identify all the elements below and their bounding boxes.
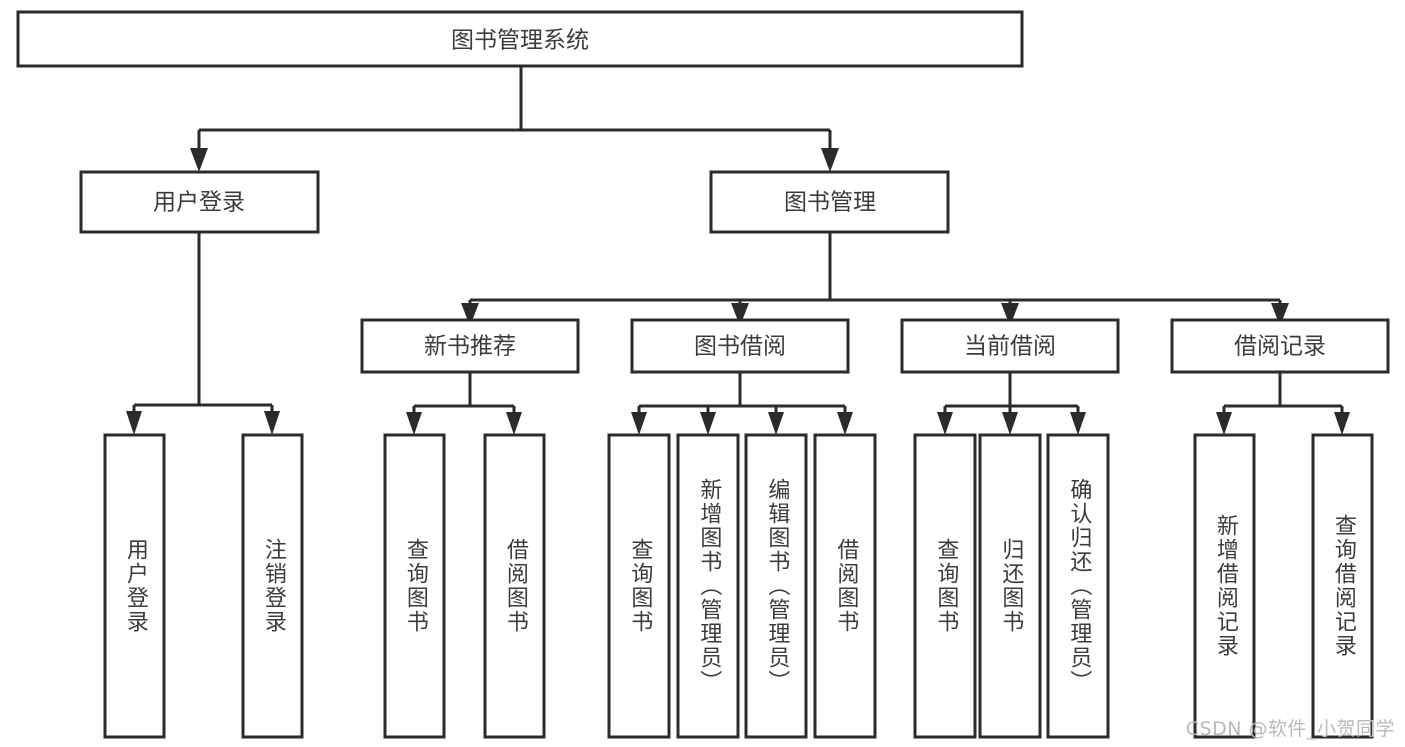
leaf-box-cb-1[interactable] <box>978 433 1042 739</box>
leaf-group-borrow-record <box>1193 433 1374 739</box>
node-new-book-recommend-box[interactable] <box>360 318 580 374</box>
connector-group-book-mgmt <box>461 232 1289 326</box>
arrowhead-bb-leaf0 <box>631 412 647 435</box>
arrowhead-cb-leaf2 <box>1070 412 1086 435</box>
arrowhead-current-borrow <box>1001 303 1019 326</box>
arrowhead-nbr-leaf1 <box>506 412 522 435</box>
node-book-management-label: 图书管理 <box>784 190 876 216</box>
node-book-management[interactable]: 图书管理 <box>709 170 950 234</box>
connector-group-current-borrow <box>937 372 1086 435</box>
arrowhead-borrow-record <box>1271 303 1289 326</box>
leaf-box-br-0[interactable] <box>1193 433 1256 739</box>
node-new-book-recommend[interactable]: 新书推荐 <box>360 318 580 374</box>
node-root-box[interactable] <box>16 10 1024 68</box>
leaf-group-book-borrow <box>607 433 877 739</box>
leaf-box-nbr-0[interactable] <box>383 433 446 739</box>
arrowhead-new-book-recommend <box>461 303 479 326</box>
node-user-login-box[interactable] <box>79 170 320 234</box>
node-root[interactable]: 图书管理系统 <box>16 10 1024 68</box>
node-borrow-record[interactable]: 借阅记录 <box>1170 318 1390 374</box>
leaf-box-nbr-1[interactable] <box>483 433 546 739</box>
arrowhead-bb-leaf1 <box>700 412 716 435</box>
leaf-box-bb-2[interactable] <box>744 433 808 739</box>
leaf-box-user-login-0[interactable] <box>103 433 166 739</box>
node-borrow-record-box[interactable] <box>1170 318 1390 374</box>
node-current-borrow-label: 当前借阅 <box>964 334 1056 360</box>
arrowhead-ul-leaf0 <box>126 411 142 435</box>
arrowhead-br-leaf0 <box>1216 412 1232 435</box>
leaf-box-br-1[interactable] <box>1311 433 1374 739</box>
node-current-borrow-box[interactable] <box>900 318 1120 374</box>
node-user-login[interactable]: 用户登录 <box>79 170 320 234</box>
arrowhead-nbr-leaf0 <box>406 412 422 435</box>
arrowhead-book-mgmt <box>821 148 839 172</box>
arrowhead-bb-leaf3 <box>837 412 853 435</box>
connector-group-root <box>190 66 839 172</box>
connector-group-borrow-record <box>1216 372 1350 435</box>
arrowhead-user-login <box>190 148 208 172</box>
leaf-box-cb-2[interactable] <box>1046 433 1110 739</box>
leaf-box-bb-0[interactable] <box>607 433 671 739</box>
arrowhead-book-borrow <box>731 303 749 326</box>
node-current-borrow[interactable]: 当前借阅 <box>900 318 1120 374</box>
leaf-box-cb-0[interactable] <box>913 433 977 739</box>
node-user-login-label: 用户登录 <box>153 190 245 216</box>
arrowhead-ul-leaf1 <box>264 411 280 435</box>
node-book-borrow-label: 图书借阅 <box>694 334 786 360</box>
connector-group-book-borrow <box>631 372 853 435</box>
node-book-borrow[interactable]: 图书借阅 <box>630 318 850 374</box>
node-new-book-recommend-label: 新书推荐 <box>424 334 516 360</box>
arrowhead-bb-leaf2 <box>768 412 784 435</box>
leaf-group-current-borrow <box>913 433 1110 739</box>
leaf-box-bb-1[interactable] <box>676 433 740 739</box>
arrowhead-br-leaf1 <box>1334 412 1350 435</box>
leaf-group-user-login <box>103 433 304 739</box>
connector-group-new-book-recommend <box>406 372 522 435</box>
node-borrow-record-label: 借阅记录 <box>1234 334 1326 360</box>
node-book-borrow-box[interactable] <box>630 318 850 374</box>
node-root-label: 图书管理系统 <box>451 28 589 54</box>
leaf-box-bb-3[interactable] <box>813 433 877 739</box>
csdn-watermark: CSDN @软件_小贺同学 <box>1185 718 1395 740</box>
leaf-box-user-login-1[interactable] <box>241 433 304 739</box>
arrowhead-cb-leaf0 <box>937 412 953 435</box>
arrowhead-cb-leaf1 <box>1002 412 1018 435</box>
node-book-management-box[interactable] <box>709 170 950 234</box>
leaf-group-new-book-recommend <box>383 433 546 739</box>
connector-group-user-login <box>126 232 280 435</box>
